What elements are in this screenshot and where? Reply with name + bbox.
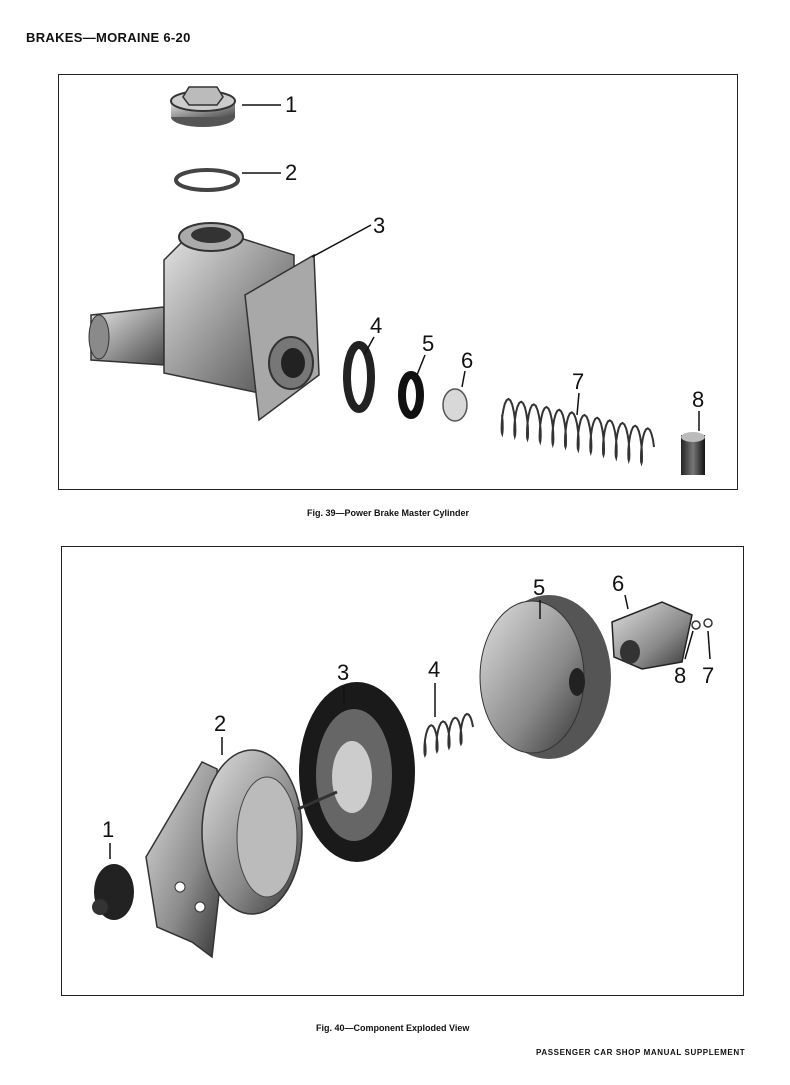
callout-8: 8 bbox=[692, 387, 704, 412]
cylinder-body-part bbox=[88, 222, 320, 422]
spring-part-7 bbox=[500, 397, 655, 467]
front-shell-part-2 bbox=[145, 749, 303, 959]
fig40-callout-8: 8 bbox=[674, 663, 686, 688]
fig40-callout-5: 5 bbox=[533, 575, 545, 600]
figure-39-frame: 1 2 3 4 5 6 7 8 bbox=[58, 74, 738, 490]
callout-7: 7 bbox=[572, 369, 584, 394]
filler-cap-part bbox=[170, 86, 236, 127]
rear-shell-part-5 bbox=[479, 595, 611, 759]
cap-part-8 bbox=[681, 432, 705, 475]
spring-part-4 bbox=[423, 712, 474, 758]
page-footer: PASSENGER CAR SHOP MANUAL SUPPLEMENT bbox=[536, 1048, 746, 1057]
callout-1: 1 bbox=[285, 92, 297, 117]
ring-part-8 bbox=[691, 620, 701, 630]
seal-part-4 bbox=[343, 341, 375, 413]
master-cylinder-illustration: 1 2 3 4 5 6 7 8 bbox=[88, 86, 705, 475]
ring-part-7 bbox=[703, 618, 713, 628]
fig40-callout-7: 7 bbox=[702, 663, 714, 688]
valve-body-part-6 bbox=[611, 601, 693, 670]
component-exploded-illustration: 1 2 3 4 5 6 8 7 bbox=[92, 571, 714, 959]
figure-39-caption: Fig. 39—Power Brake Master Cylinder bbox=[307, 508, 470, 518]
callout-5: 5 bbox=[422, 331, 434, 356]
callout-6: 6 bbox=[461, 348, 473, 373]
figure-40-caption: Fig. 40—Component Exploded View bbox=[316, 1023, 470, 1033]
fig40-callout-4: 4 bbox=[428, 657, 440, 682]
gasket-part bbox=[174, 168, 240, 192]
fig40-callout-3: 3 bbox=[337, 660, 349, 685]
diaphragm-part-3 bbox=[297, 682, 415, 862]
fig40-callout-2: 2 bbox=[214, 711, 226, 736]
retainer-part-6 bbox=[442, 388, 468, 422]
seal-part-5 bbox=[398, 371, 424, 419]
page-header: BRAKES—MORAINE 6-20 bbox=[26, 30, 191, 45]
callout-4: 4 bbox=[370, 313, 382, 338]
figure-40-frame: 1 2 3 4 5 6 8 7 bbox=[61, 546, 744, 996]
fig40-callout-6: 6 bbox=[612, 571, 624, 596]
callout-3: 3 bbox=[373, 213, 385, 238]
callout-2: 2 bbox=[285, 160, 297, 185]
boot-part-1 bbox=[92, 864, 134, 920]
fig40-callout-1: 1 bbox=[102, 817, 114, 842]
